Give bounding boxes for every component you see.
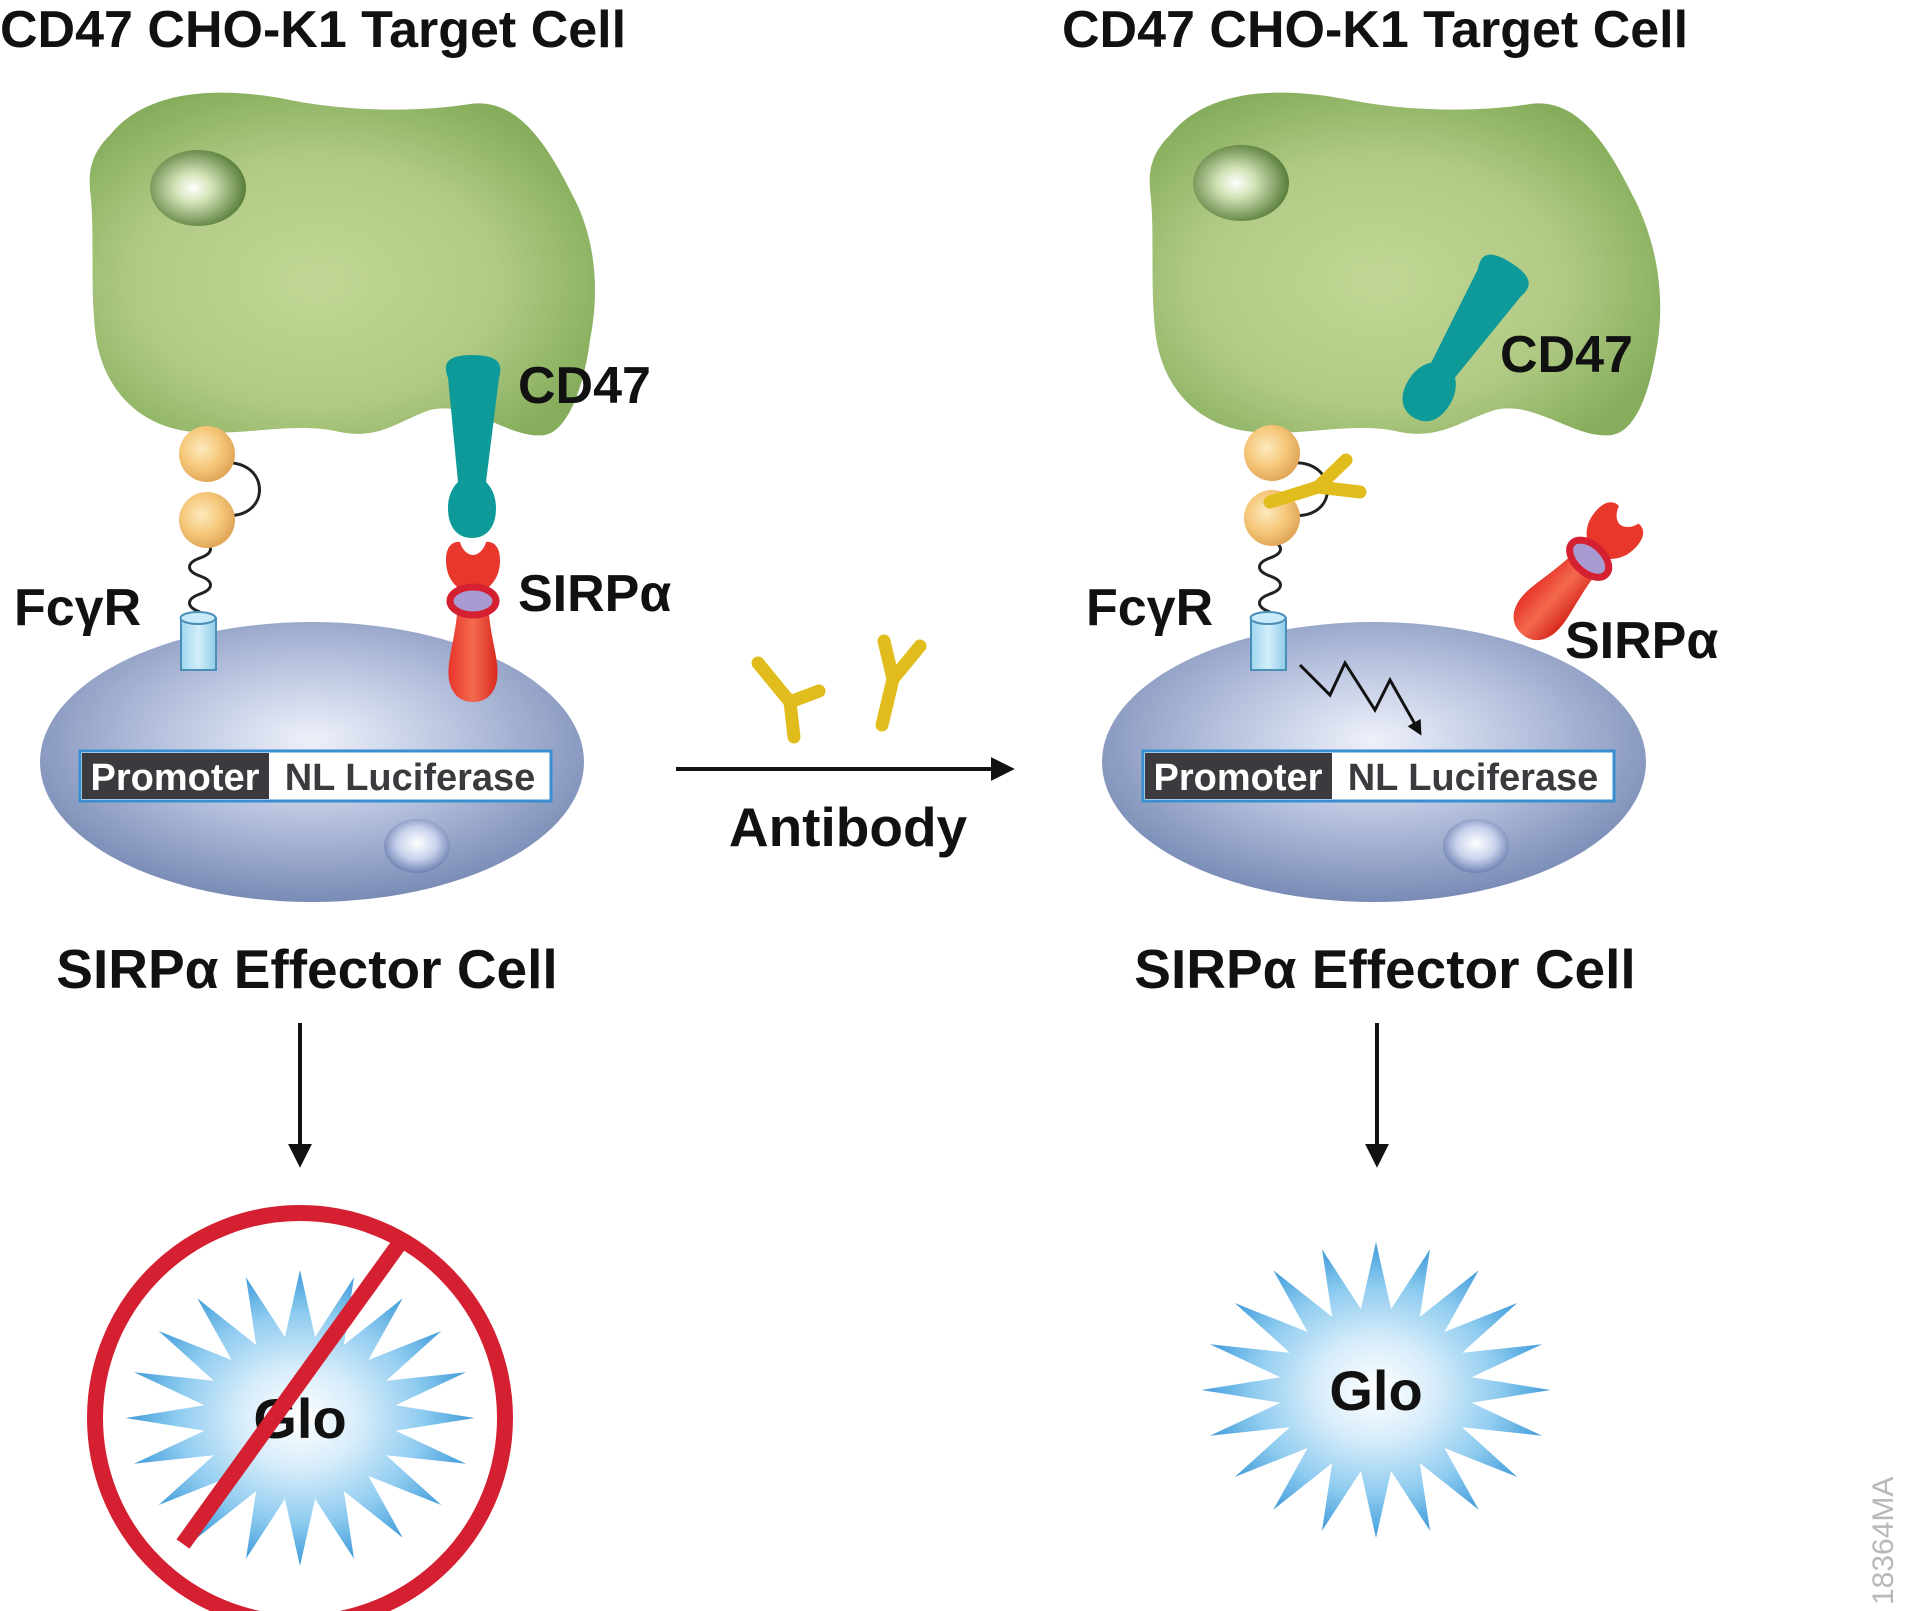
left-panel: CD47 CHO-K1 Target Cell Promoter NL Luci… [0,1,671,1611]
left-promoter-label: Promoter [91,757,260,799]
left-sirpa-label: SIRPα [518,565,671,623]
right-target-cell [1149,92,1661,436]
left-title: CD47 CHO-K1 Target Cell [0,1,626,59]
left-fcgr-label: FcγR [14,579,141,637]
right-reporter-label: NL Luciferase [1348,757,1599,799]
left-glo-star [125,1270,475,1566]
right-effector-nucleus [1443,819,1509,873]
right-glo-star [1201,1242,1551,1538]
left-reporter-construct: Promoter NL Luciferase [78,749,553,803]
signal-arrow [1298,659,1422,736]
antibody-label: Antibody [729,796,968,858]
right-cd47 [1402,254,1529,422]
right-reporter-construct: Promoter NL Luciferase [1141,749,1616,803]
free-antibody-2 [875,634,927,732]
left-target-nucleus [150,150,246,226]
left-reporter-label: NL Luciferase [285,757,536,799]
right-glo-output: Glo [1201,1242,1551,1538]
right-title: CD47 CHO-K1 Target Cell [1062,1,1688,59]
right-fcgr-label: FcγR [1086,579,1213,637]
right-panel: CD47 CHO-K1 Target Cell Promoter NL Luci… [1062,1,1718,1538]
left-sirpa [446,541,500,702]
left-fcgr-receptor [179,426,261,671]
no-signal-circle [87,1205,513,1611]
left-effector-nucleus [384,819,450,873]
left-effector-label: SIRPα Effector Cell [56,938,557,1000]
right-target-nucleus [1193,145,1289,221]
left-cd47-label: CD47 [518,357,651,415]
free-antibody-1 [751,656,826,744]
right-promoter-label: Promoter [1154,757,1323,799]
middle-transition: Antibody [676,634,1015,858]
right-cd47-label: CD47 [1500,326,1633,384]
right-fcgr-receptor [1244,425,1329,671]
right-effector-label: SIRPα Effector Cell [1134,938,1635,1000]
right-glo-label: Glo [1329,1359,1422,1422]
figure-code: 18364MA [1867,1477,1900,1605]
right-sirpa-label: SIRPα [1565,612,1718,670]
bound-antibody [1263,453,1367,509]
left-cd47 [445,355,501,538]
left-glo-output: Glo [87,1205,513,1611]
right-sirpa [1513,502,1644,641]
no-signal-slash [176,1235,409,1549]
